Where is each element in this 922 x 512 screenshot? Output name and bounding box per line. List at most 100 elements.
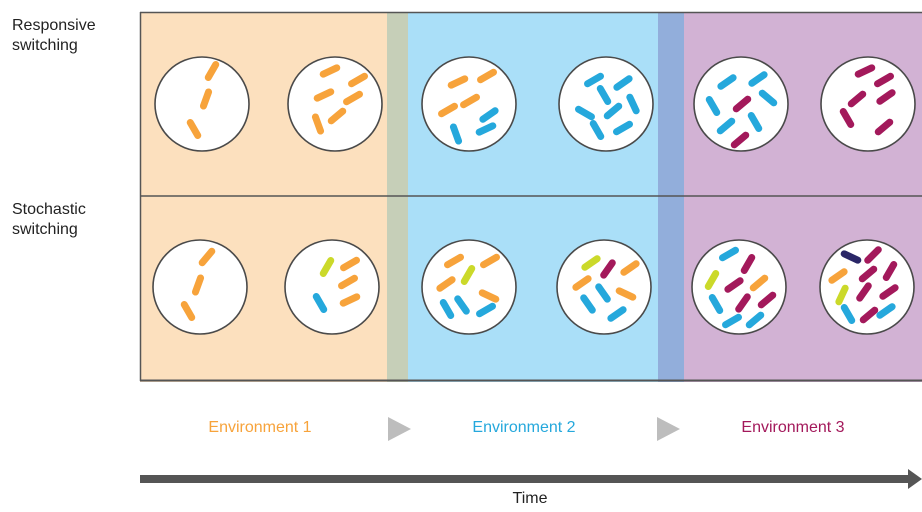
bacterium-cell [596, 85, 612, 105]
bacterium-cell [478, 289, 500, 303]
dish-stochastic-env2-a [421, 239, 517, 335]
triangle-right-icon [388, 417, 411, 441]
bacterium-cell [840, 304, 856, 324]
bacterium-cell [864, 246, 882, 264]
bacterium-cell [747, 112, 763, 132]
bacterium-cell [447, 75, 469, 89]
row-label-line2: switching [12, 221, 78, 238]
bacterium-cell [620, 260, 640, 276]
row-label-stochastic: Stochastic switching [12, 200, 86, 240]
bacterium-cell [572, 275, 592, 291]
bacterium-cell [613, 75, 633, 91]
bacterium-cell [476, 302, 496, 318]
bacterium-cell [748, 71, 768, 87]
bacterium-cell [180, 301, 196, 321]
bacterium-cell [319, 257, 335, 277]
bacterium-cell [859, 306, 879, 324]
bacterium-cell [479, 107, 499, 123]
petri-dish [421, 239, 517, 335]
transition-2-3-band [658, 12, 684, 382]
bacterium-cell [186, 119, 202, 139]
bacterium-cell [722, 313, 742, 329]
environment-3-label: Environment 3 [741, 419, 845, 436]
row-label-line1: Responsive [12, 17, 96, 34]
bacterium-cell [757, 291, 777, 309]
bacterium-cell [876, 303, 896, 319]
dish-responsive-env2-b [558, 56, 654, 152]
bacterium-cell [858, 265, 878, 283]
bacterium-cell [856, 282, 872, 302]
bacterium-cell [204, 61, 220, 81]
transition-1-2-band [387, 12, 408, 382]
bacterium-cell [343, 90, 363, 106]
bacterium-cell [589, 120, 605, 140]
bacterium-cell [313, 88, 335, 102]
bacterium-cell [719, 246, 739, 262]
bacterium-cell [613, 120, 633, 136]
time-axis-label: Time [512, 490, 548, 507]
dish-responsive-env3-a [693, 56, 789, 152]
bacterium-cell [477, 68, 497, 84]
bacterium-cell [348, 72, 368, 88]
petri-dish [691, 239, 787, 335]
bacterium-cell [717, 74, 737, 90]
bacterium-cell [581, 255, 601, 271]
bacterium-cell [828, 268, 848, 284]
time-axis-bar [140, 475, 910, 483]
bacterium-cell [882, 261, 898, 281]
bacterium-cell [460, 93, 480, 109]
dish-responsive-env3-b [820, 56, 916, 152]
petri-dish [556, 239, 652, 335]
bacterium-cell [607, 306, 627, 322]
bacterium-cell [460, 265, 476, 285]
row-label-line2: switching [12, 37, 78, 54]
bacterium-cell [758, 89, 778, 107]
bacterium-cell [840, 250, 862, 264]
row-label-line1: Stochastic [12, 201, 86, 218]
bacterium-cell [600, 259, 616, 279]
time-axis-arrowhead [908, 469, 922, 489]
bacterium-cell [705, 96, 721, 116]
bacterium-cell [839, 108, 855, 128]
cells-layer [152, 56, 916, 335]
bacterium-cell [876, 89, 896, 105]
bacterium-cell [615, 287, 637, 301]
dish-stochastic-env2-b [556, 239, 652, 335]
bacterium-cell [339, 293, 361, 307]
environment-2-label: Environment 2 [472, 419, 576, 436]
bacterium-cell [449, 123, 463, 145]
bacterium-cell [454, 295, 470, 315]
environment-1-label: Environment 1 [208, 419, 312, 436]
dish-responsive-env1-a [154, 56, 250, 152]
dish-responsive-env2-a [421, 56, 517, 152]
bacterium-cell [312, 293, 328, 313]
bacterium-cell [835, 284, 849, 306]
bacterium-cell [708, 294, 724, 314]
bacterium-cell [338, 274, 358, 290]
bacterium-cell [475, 122, 497, 136]
bacterium-cell [480, 253, 500, 269]
dish-stochastic-env3-b [819, 239, 915, 335]
bacterium-cell [879, 284, 899, 300]
bacterium-cell [730, 131, 750, 149]
bacterium-cell [595, 283, 611, 303]
bacterium-cell [874, 72, 894, 88]
bacterium-cell [735, 293, 751, 313]
bacterium-cell [716, 117, 736, 135]
bacterium-cell [327, 107, 347, 125]
bacterium-cell [732, 95, 752, 113]
bacterium-cell [191, 274, 205, 296]
triangle-right-icon [657, 417, 680, 441]
petri-dish [284, 239, 380, 335]
bacterium-cell [198, 247, 216, 267]
bacterium-cell [438, 102, 458, 118]
bacterium-cell [319, 64, 341, 78]
bacterium-cell [626, 93, 640, 115]
dish-stochastic-env3-a [691, 239, 787, 335]
dish-responsive-env1-b [287, 56, 383, 152]
bacterium-cell [439, 299, 455, 319]
bacterium-cell [704, 270, 720, 290]
bacterium-cell [311, 113, 325, 135]
bacterium-cell [340, 256, 360, 272]
